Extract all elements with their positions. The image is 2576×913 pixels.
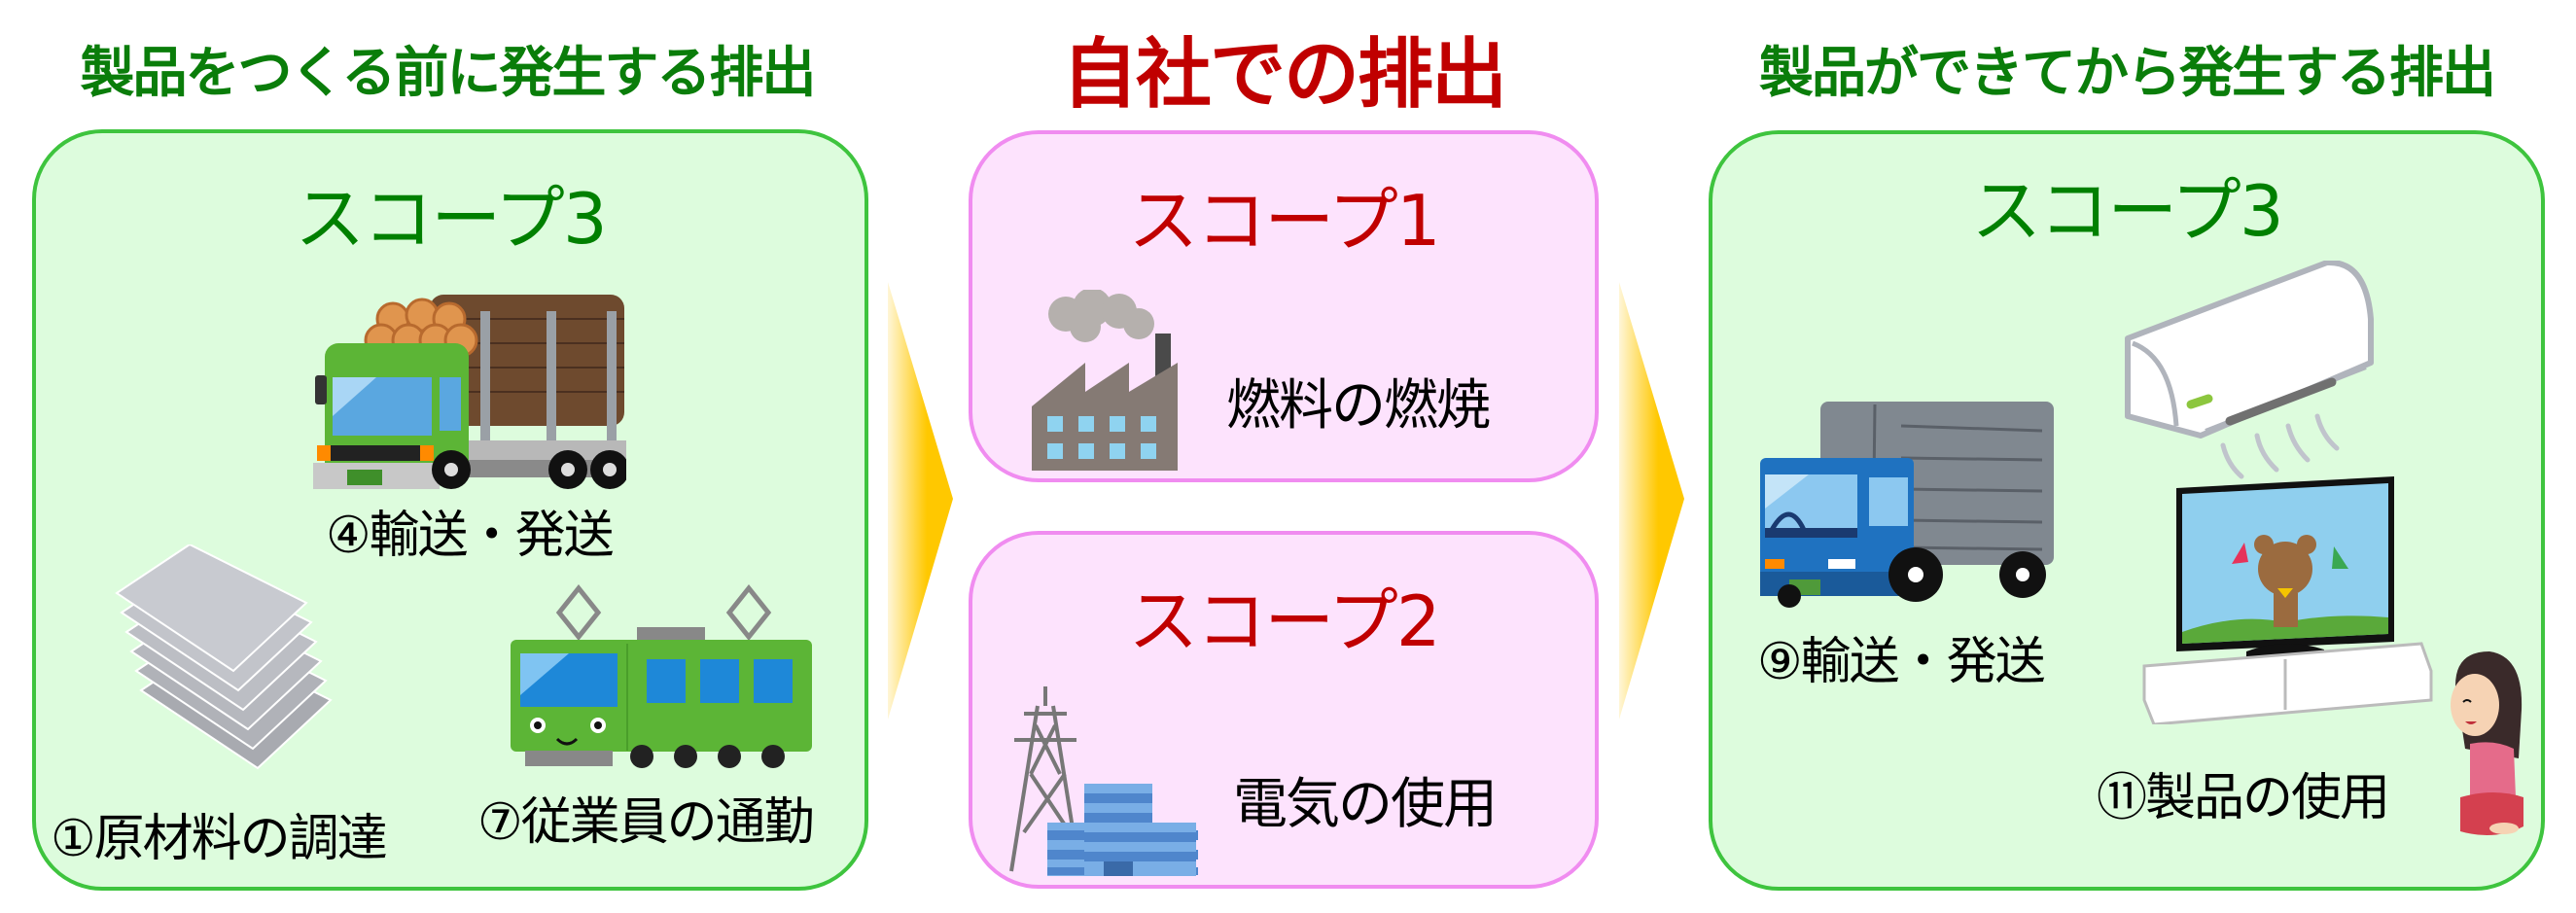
scope2-electricity-label: 電気の使用 (1233, 773, 1498, 836)
scope1-fuel-combustion-label: 燃料の燃焼 (1226, 374, 1491, 438)
air-conditioner-icon (2123, 261, 2376, 479)
raw-material-sheets-icon (88, 544, 340, 788)
upstream-heading: 製品をつくる前に発生する排出 (80, 42, 817, 105)
downstream-product-use-label: ⑪製品の使用 (2097, 769, 2390, 827)
factory-icon (1032, 290, 1189, 471)
flow-arrow-right-1 (888, 282, 956, 720)
upstream-transport-label: ④輸送・発送 (326, 507, 615, 565)
upstream-commute-label: ⑦従業員の通勤 (477, 793, 815, 852)
power-tower-building-icon (1006, 686, 1206, 876)
delivery-truck-icon (1760, 402, 2055, 608)
own-emissions-heading: 自社での排出 (1061, 31, 1507, 119)
upstream-scope3-title: スコープ3 (295, 178, 608, 260)
train-icon (511, 583, 812, 768)
log-truck-icon (303, 290, 626, 489)
television-icon (2139, 476, 2436, 724)
downstream-heading: 製品ができてから発生する排出 (1759, 42, 2496, 105)
child-viewer-icon (2436, 651, 2528, 841)
flow-arrow-right-2 (1619, 282, 1687, 720)
downstream-transport-label: ⑨輸送・発送 (1757, 633, 2046, 691)
scope1-title: スコープ1 (1128, 180, 1441, 262)
downstream-scope3-title: スコープ3 (1971, 170, 2284, 252)
scope2-title: スコープ2 (1128, 580, 1441, 662)
upstream-raw-materials-label: ①原材料の調達 (51, 810, 388, 868)
